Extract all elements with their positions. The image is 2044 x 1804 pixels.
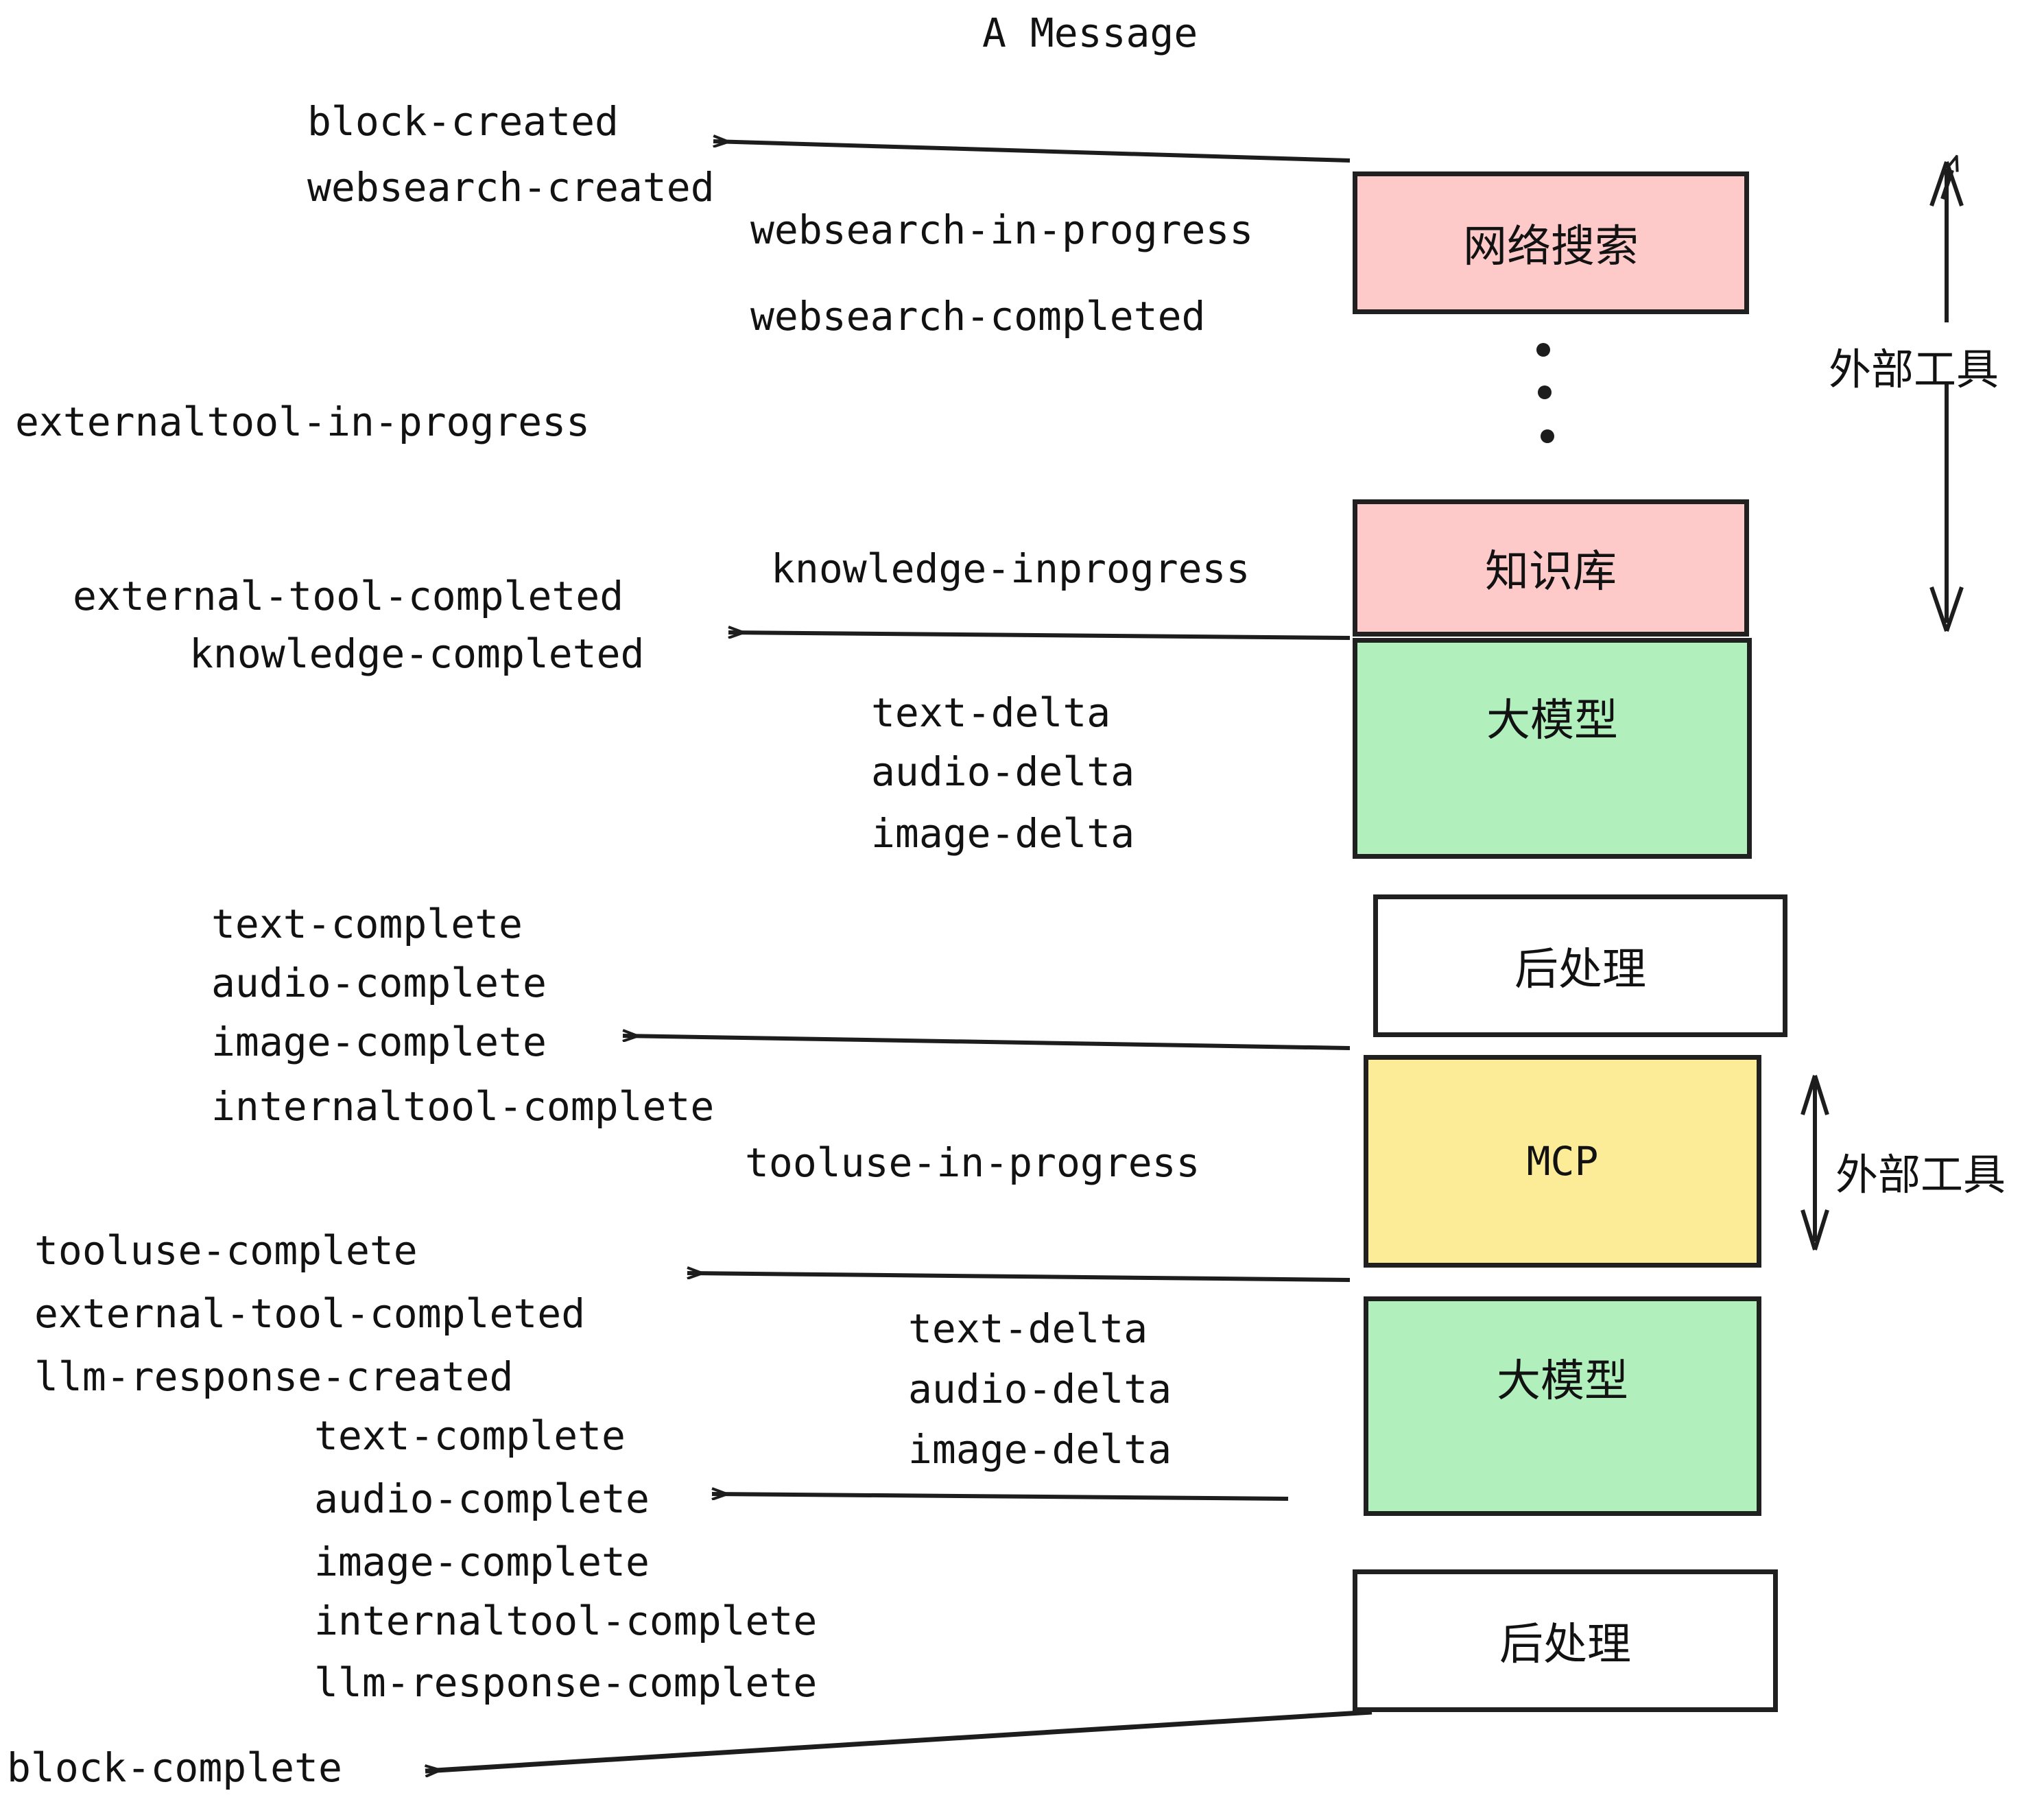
event-internaltool-complete-1: internaltool-complete (211, 1083, 715, 1130)
event-llm-response-created: llm-response-created (34, 1353, 514, 1400)
event-image-delta-2: image-delta (908, 1426, 1172, 1473)
external-tools-bracket-top (1929, 162, 1964, 632)
event-image-complete-1: image-complete (211, 1019, 547, 1065)
arrow-postproc2-to-block-complete (425, 1709, 1372, 1771)
box-knowledge-label: 知识库 (1485, 547, 1617, 597)
event-llm-response-complete: llm-response-complete (314, 1659, 818, 1706)
event-externaltool-in-progress: externaltool-in-progress (15, 399, 591, 445)
arrow-llm2-to-left (712, 1494, 1289, 1501)
event-websearch-in-progress: websearch-in-progress (750, 206, 1254, 253)
event-image-complete-2: image-complete (314, 1539, 650, 1585)
arrow-mcp-to-left (687, 1273, 1351, 1282)
event-image-delta-1: image-delta (871, 810, 1135, 857)
box-llm-1[interactable]: 大模型 (1353, 638, 1752, 859)
dot-2 (1538, 385, 1552, 399)
event-external-tool-completed-1: external-tool-completed (73, 573, 624, 619)
box-postprocess-1[interactable]: 后处理 (1373, 894, 1787, 1037)
box-mcp[interactable]: MCP (1364, 1055, 1761, 1268)
box-postprocess-2-label: 后处理 (1499, 1619, 1631, 1670)
event-audio-complete-1: audio-complete (211, 960, 547, 1006)
box-llm-2-label: 大模型 (1497, 1356, 1628, 1407)
event-websearch-created: websearch-created (307, 164, 715, 211)
event-audio-delta-1: audio-delta (871, 748, 1135, 795)
event-block-created: block-created (307, 98, 619, 145)
arrow-llm1-to-left (623, 1036, 1351, 1050)
side-label-external-tools-bottom: 外部工具 (1835, 1150, 2006, 1200)
event-text-delta-2: text-delta (908, 1305, 1148, 1352)
event-text-complete-1: text-complete (211, 901, 523, 947)
box-postprocess-1-label: 后处理 (1514, 945, 1646, 995)
box-websearch-label: 网络搜索 (1463, 222, 1639, 272)
event-knowledge-inprogress: knowledge-inprogress (771, 545, 1250, 592)
dot-1 (1536, 343, 1550, 357)
ellipsis-dots (1536, 343, 1564, 480)
box-llm-1-label: 大模型 (1486, 696, 1618, 746)
event-websearch-completed: websearch-completed (750, 293, 1206, 340)
event-internaltool-complete-2: internaltool-complete (314, 1598, 818, 1644)
dot-3 (1541, 429, 1554, 443)
box-llm-2[interactable]: 大模型 (1364, 1296, 1761, 1516)
event-tooluse-complete: tooluse-complete (34, 1227, 418, 1274)
event-knowledge-completed: knowledge-completed (189, 630, 645, 677)
external-tools-bracket-bottom (1801, 1075, 1829, 1250)
arrow-websearch-to-left (713, 141, 1351, 163)
event-audio-complete-2: audio-complete (314, 1475, 650, 1522)
event-text-complete-2: text-complete (314, 1412, 626, 1459)
box-mcp-label: MCP (1526, 1138, 1599, 1185)
event-block-complete: block-complete (7, 1744, 342, 1791)
box-websearch[interactable]: 网络搜索 (1353, 171, 1749, 314)
event-text-delta-1: text-delta (871, 689, 1111, 736)
arrow-knowledge-to-left (728, 632, 1351, 640)
event-external-tool-completed-2: external-tool-completed (34, 1290, 586, 1337)
box-knowledge[interactable]: 知识库 (1353, 499, 1749, 637)
page-title: A Message (982, 10, 1198, 56)
event-audio-delta-2: audio-delta (908, 1366, 1172, 1412)
box-postprocess-2[interactable]: 后处理 (1353, 1569, 1778, 1712)
event-tooluse-in-progress: tooluse-in-progress (745, 1139, 1200, 1186)
side-label-external-tools-top: 外部工具 (1829, 344, 1999, 394)
